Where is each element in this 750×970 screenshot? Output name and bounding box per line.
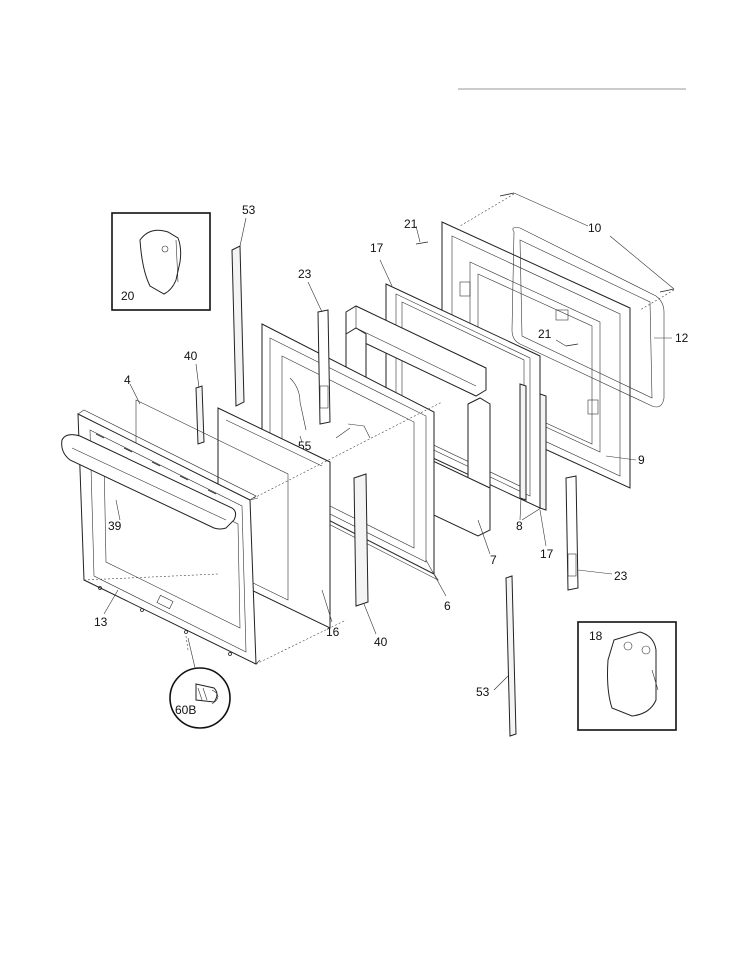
callout-40-bottom: 40 — [374, 635, 388, 649]
channel-40-bottom: 40 — [353, 473, 388, 649]
screw-21-top: 21 — [404, 217, 429, 245]
callout-13: 13 — [94, 615, 108, 629]
callout-23-bottom: 23 — [614, 569, 628, 583]
inset-box-18: 18 — [577, 621, 677, 731]
door-gasket — [511, 227, 665, 408]
gasket-strips-8: 8 — [516, 383, 547, 533]
callout-21-top: 21 — [404, 217, 418, 231]
screws-10: 10 — [459, 192, 675, 311]
callout-17-top: 17 — [370, 241, 384, 255]
door-handle-39: 39 — [61, 434, 237, 533]
hinge-23-bottom: 23 — [565, 475, 628, 591]
callout-21-middle: 21 — [538, 327, 552, 341]
callout-10: 10 — [588, 221, 602, 235]
callout-8: 8 — [516, 519, 523, 533]
inset-box-20: 20 — [111, 212, 211, 311]
screw-60b: 60B — [169, 637, 231, 729]
callout-40-top: 40 — [184, 349, 198, 363]
callout-53-bottom: 53 — [476, 685, 490, 699]
callout-18: 18 — [589, 629, 603, 643]
trim-strip-53-bottom: 53 — [476, 575, 517, 737]
callout-6: 6 — [444, 599, 451, 613]
callout-12: 12 — [675, 331, 689, 345]
channel-40-top: 40 — [184, 349, 205, 445]
callout-53-top: 53 — [242, 203, 256, 217]
trim-strip-53-top: 53 — [231, 203, 256, 407]
callout-16: 16 — [326, 625, 340, 639]
hinge-23-top: 23 — [298, 267, 331, 425]
callout-7: 7 — [490, 553, 497, 567]
screw-21-middle: 21 — [538, 327, 579, 347]
callout-39: 39 — [108, 519, 122, 533]
alignment-lines — [83, 401, 443, 665]
callout-4: 4 — [124, 373, 131, 387]
callout-20: 20 — [121, 289, 135, 303]
callout-9: 9 — [638, 453, 645, 467]
callout-17-bottom: 17 — [540, 547, 554, 561]
callout-23-top: 23 — [298, 267, 312, 281]
callout-60b: 60B — [175, 703, 196, 717]
